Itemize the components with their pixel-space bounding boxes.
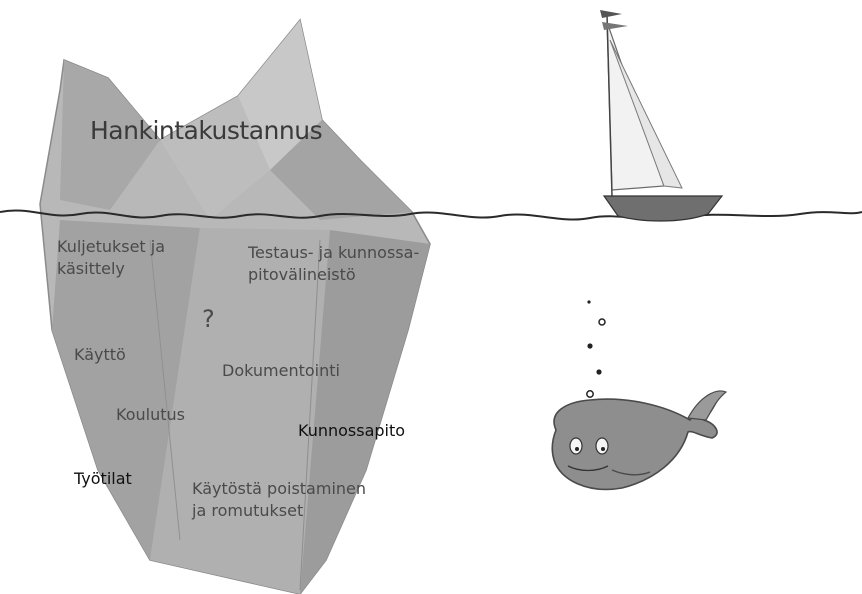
whale-eye (596, 438, 608, 454)
whale-pupil (601, 447, 605, 451)
cost-item-label: Kuljetukset ja käsittely (57, 236, 165, 280)
whale-eye (570, 438, 582, 454)
bubble (587, 343, 592, 348)
whale-tail (688, 391, 726, 420)
boat-hull (604, 196, 722, 221)
bubble (596, 369, 601, 374)
cost-item-label: Koulutus (116, 404, 185, 426)
title-label: Hankintakustannus (90, 120, 322, 142)
sailboat-icon (600, 10, 722, 221)
whale-icon (552, 391, 726, 489)
cost-item-label: Testaus- ja kunnossa- pitovälineistö (248, 242, 419, 286)
question-mark-label: ? (202, 308, 215, 330)
cost-item-label: Työtilat (74, 468, 132, 490)
bubbles (587, 300, 605, 397)
bubble (599, 319, 605, 325)
bubble (587, 300, 590, 303)
cost-item-label: Kunnossapito (298, 420, 405, 442)
cost-item-label: Dokumentointi (222, 360, 340, 382)
bubble (587, 391, 593, 397)
cost-item-label: Käytöstä poistaminen ja romutukset (192, 478, 366, 522)
cost-item-label: Käyttö (74, 344, 126, 366)
whale-pupil (575, 447, 579, 451)
boat-flag (600, 10, 622, 18)
boat-flag (602, 22, 628, 30)
